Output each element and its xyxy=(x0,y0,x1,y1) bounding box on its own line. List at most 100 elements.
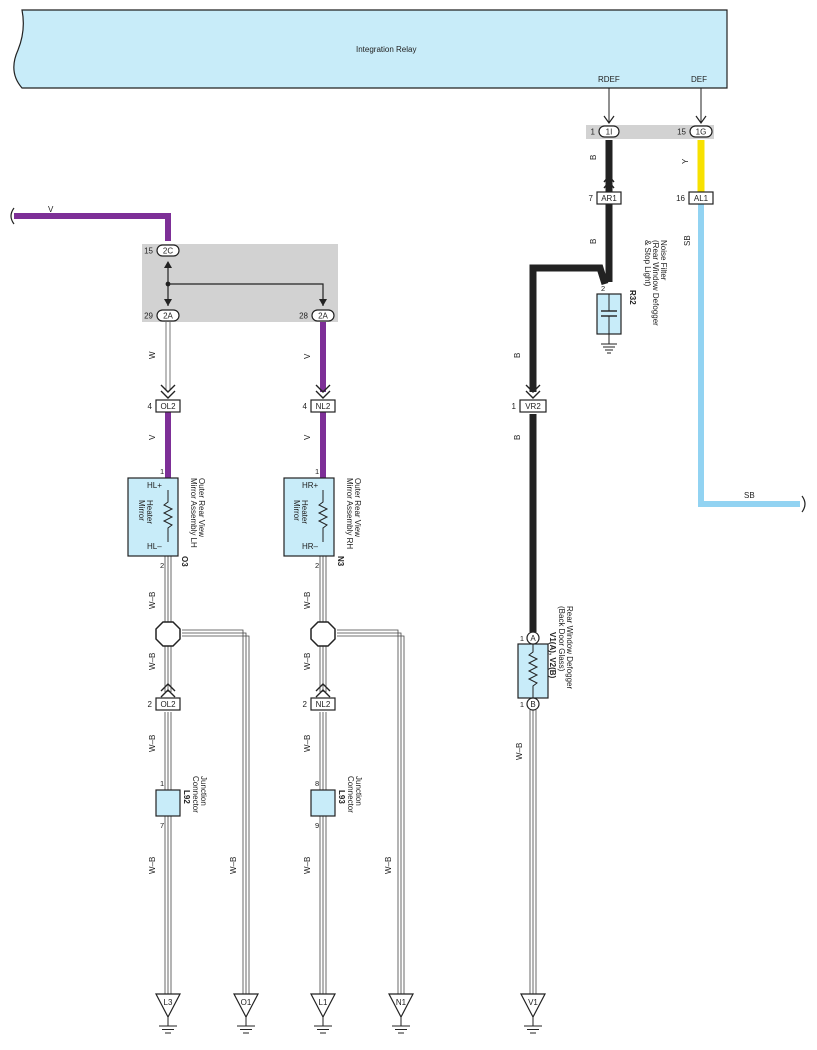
ground-V1: V1 xyxy=(520,993,546,1034)
svg-text:W–B: W–B xyxy=(229,857,238,874)
junction-internal xyxy=(164,261,327,306)
svg-text:8: 8 xyxy=(315,779,319,788)
connector-1G: 1G 15 xyxy=(677,125,713,138)
svg-text:B: B xyxy=(513,435,522,440)
connector-2A-left: 2A 29 xyxy=(144,309,180,322)
svg-text:1: 1 xyxy=(520,700,524,709)
svg-text:V1(A), V2(B): V1(A), V2(B) xyxy=(548,632,557,679)
wire-w xyxy=(165,322,171,390)
connector-OL2-bottom: OL2 2 xyxy=(148,697,181,711)
noise-filter-r32: 2 R32 Noise Filter (Rear Window Defogger… xyxy=(596,240,668,354)
svg-text:W–B: W–B xyxy=(148,592,157,609)
svg-text:L3: L3 xyxy=(164,998,173,1007)
svg-text:15: 15 xyxy=(677,128,686,137)
r32-pin-top: 2 xyxy=(601,284,605,293)
ground-O1: O1 xyxy=(233,993,259,1034)
svg-text:2: 2 xyxy=(148,700,153,709)
junction-block-area xyxy=(142,244,338,322)
connector-AR1: AR1 7 xyxy=(589,191,622,205)
relay-title: Integration Relay xyxy=(356,45,416,54)
connector-OL2-top: OL2 4 xyxy=(148,399,181,413)
rear-window-defogger: A 1 B 1 V1(A), V2(B) Rear Window Defogge… xyxy=(517,606,574,711)
mirror-lh-minus: HL– xyxy=(147,542,162,551)
svg-text:OL2: OL2 xyxy=(160,700,176,709)
svg-text:7: 7 xyxy=(589,194,594,203)
wire-sb xyxy=(698,204,800,507)
svg-text:NL2: NL2 xyxy=(316,700,331,709)
relay-pin-rdef: RDEF xyxy=(598,75,620,84)
svg-text:W–B: W–B xyxy=(148,857,157,874)
arrow-def xyxy=(695,115,707,125)
svg-text:2: 2 xyxy=(303,700,308,709)
svg-text:W–B: W–B xyxy=(303,857,312,874)
junction-l92: 1 7 L92 Junction Connector xyxy=(155,776,208,830)
svg-text:2A: 2A xyxy=(163,312,173,321)
mirror-rh-n3: HR+ HR– Mirror Heater 1 2 N3 Outer Rear … xyxy=(283,467,362,570)
svg-text:1I: 1I xyxy=(606,128,613,137)
svg-text:V1: V1 xyxy=(528,998,538,1007)
svg-text:(Back Door Glass): (Back Door Glass) xyxy=(557,606,566,672)
svg-text:Junction: Junction xyxy=(354,776,363,806)
svg-text:Outer Rear View: Outer Rear View xyxy=(353,478,362,537)
ground-L3: L3 xyxy=(155,993,181,1034)
svg-text:Mirror: Mirror xyxy=(137,500,146,521)
svg-text:SB: SB xyxy=(744,491,755,500)
svg-text:4: 4 xyxy=(148,402,153,411)
svg-text:9: 9 xyxy=(315,821,319,830)
wire-wb-right xyxy=(319,556,405,994)
connector-2A-right: 2A 28 xyxy=(299,309,335,322)
svg-text:V: V xyxy=(148,434,157,440)
svg-text:B: B xyxy=(530,700,535,709)
arrow-rdef xyxy=(603,115,615,125)
svg-text:Heater: Heater xyxy=(300,500,309,524)
r32-code: R32 xyxy=(628,290,637,305)
svg-text:B: B xyxy=(513,353,522,358)
r32-name: Noise Filter xyxy=(659,240,668,281)
svg-text:AL1: AL1 xyxy=(694,194,709,203)
connector-NL2-bottom: NL2 2 xyxy=(303,697,336,711)
svg-text:4: 4 xyxy=(303,402,308,411)
svg-text:Connector: Connector xyxy=(346,776,355,813)
svg-text:Mirror: Mirror xyxy=(292,500,301,521)
wire-wb-defogger xyxy=(529,710,537,994)
svg-text:A: A xyxy=(530,634,536,643)
splice-right xyxy=(310,621,336,647)
svg-text:W: W xyxy=(148,351,157,359)
svg-text:AR1: AR1 xyxy=(601,194,617,203)
svg-text:Heater: Heater xyxy=(145,500,154,524)
mirror-lh-o3: HL+ HL– Mirror Heater 1 2 O3 Outer Rear … xyxy=(127,467,206,570)
r32-desc2: & Stop Light) xyxy=(643,240,652,287)
svg-text:2: 2 xyxy=(160,561,164,570)
svg-text:Mirror Assembly RH: Mirror Assembly RH xyxy=(345,478,354,549)
integration-relay: Integration Relay RDEF DEF xyxy=(13,9,728,89)
svg-text:1: 1 xyxy=(160,467,164,476)
svg-text:Junction: Junction xyxy=(199,776,208,806)
svg-text:L93: L93 xyxy=(337,790,346,804)
svg-text:W–B: W–B xyxy=(148,735,157,752)
svg-text:B: B xyxy=(589,155,598,160)
relay-pin-def: DEF xyxy=(691,75,707,84)
svg-text:OL2: OL2 xyxy=(160,402,176,411)
svg-text:Connector: Connector xyxy=(191,776,200,813)
ground-N1: N1 xyxy=(388,993,414,1034)
svg-text:N3: N3 xyxy=(336,556,345,567)
svg-text:Y: Y xyxy=(681,158,690,164)
svg-text:1: 1 xyxy=(591,128,596,137)
mirror-lh-plus: HL+ xyxy=(147,481,162,490)
svg-text:16: 16 xyxy=(676,194,685,203)
svg-text:7: 7 xyxy=(160,821,164,830)
svg-text:O3: O3 xyxy=(180,556,189,567)
svg-text:V: V xyxy=(303,434,312,440)
svg-text:L1: L1 xyxy=(319,998,328,1007)
svg-text:15: 15 xyxy=(144,247,153,256)
svg-text:2A: 2A xyxy=(318,312,328,321)
connector-1I: 1I 1 xyxy=(591,125,620,138)
svg-text:W–B: W–B xyxy=(303,592,312,609)
svg-text:Rear Window Defogger: Rear Window Defogger xyxy=(565,606,574,689)
ground-L1: L1 xyxy=(310,993,336,1034)
svg-text:O1: O1 xyxy=(241,998,252,1007)
chevron-marks xyxy=(160,174,615,698)
svg-text:W–B: W–B xyxy=(384,857,393,874)
svg-text:Outer Rear View: Outer Rear View xyxy=(197,478,206,537)
break-mark-left xyxy=(10,207,15,225)
